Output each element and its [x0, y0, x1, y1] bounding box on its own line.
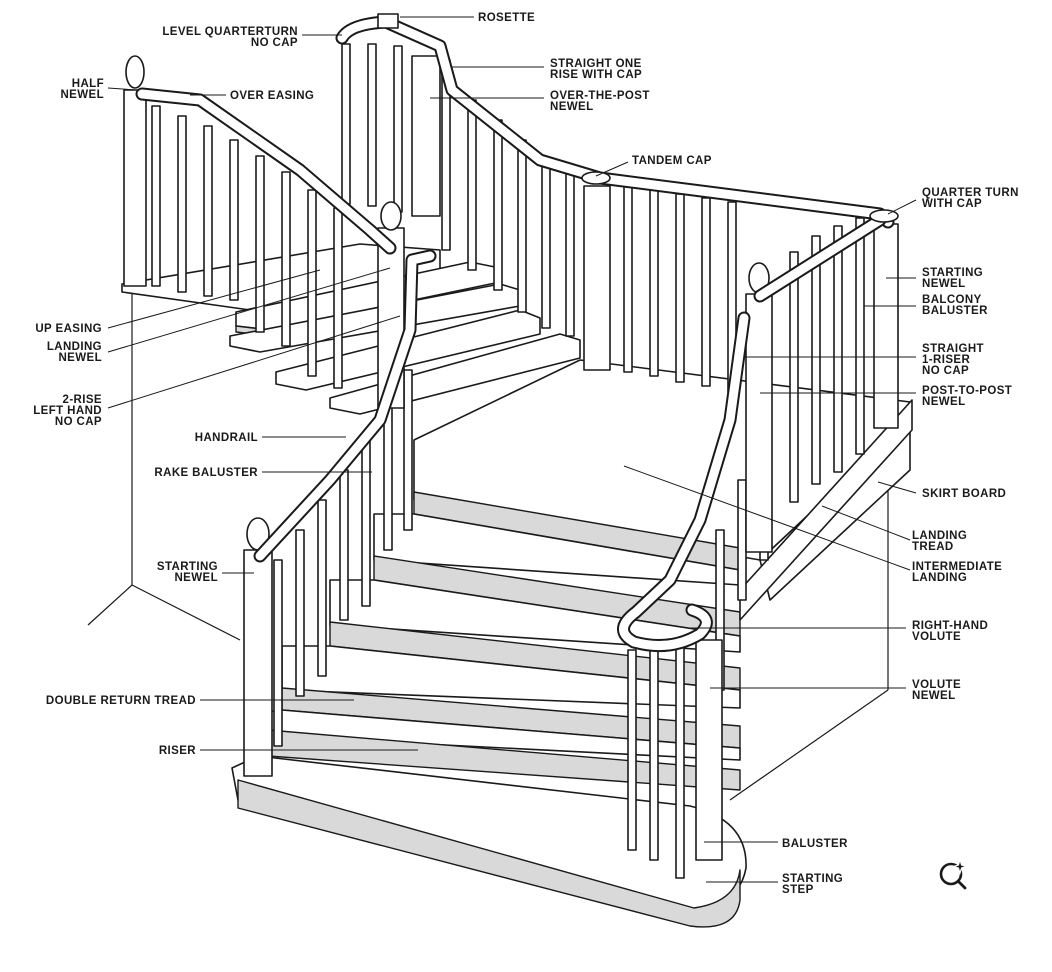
lower-flight: [267, 491, 741, 791]
label-rake-baluster: RAKE BALUSTER: [154, 467, 258, 479]
label-riser: RISER: [159, 745, 196, 757]
balusters-upper-back: [341, 43, 575, 337]
zoom-search-button[interactable]: [936, 856, 972, 892]
label-over-easing: OVER EASING: [230, 90, 314, 102]
skirt-board: [739, 399, 913, 621]
label-handrail: HANDRAIL: [195, 432, 258, 444]
label-rosette: ROSETTE: [478, 12, 535, 24]
label-tandem-cap: TANDEM CAP: [632, 155, 712, 167]
label-up-easing: UP EASING: [35, 323, 102, 335]
label-double-return-tread: DOUBLE RETURN TREAD: [46, 695, 196, 707]
balusters-upper-left: [151, 105, 343, 389]
handrails: [135, 13, 899, 653]
balusters-balcony: [623, 185, 865, 503]
wall-lines: [87, 290, 889, 801]
leader-lines: [107, 16, 917, 883]
balusters-rake-left: [273, 369, 413, 747]
label-baluster: BALUSTER: [782, 838, 848, 850]
search-sparkle-icon: [939, 858, 969, 890]
label-skirt-board: SKIRT BOARD: [922, 488, 1006, 500]
